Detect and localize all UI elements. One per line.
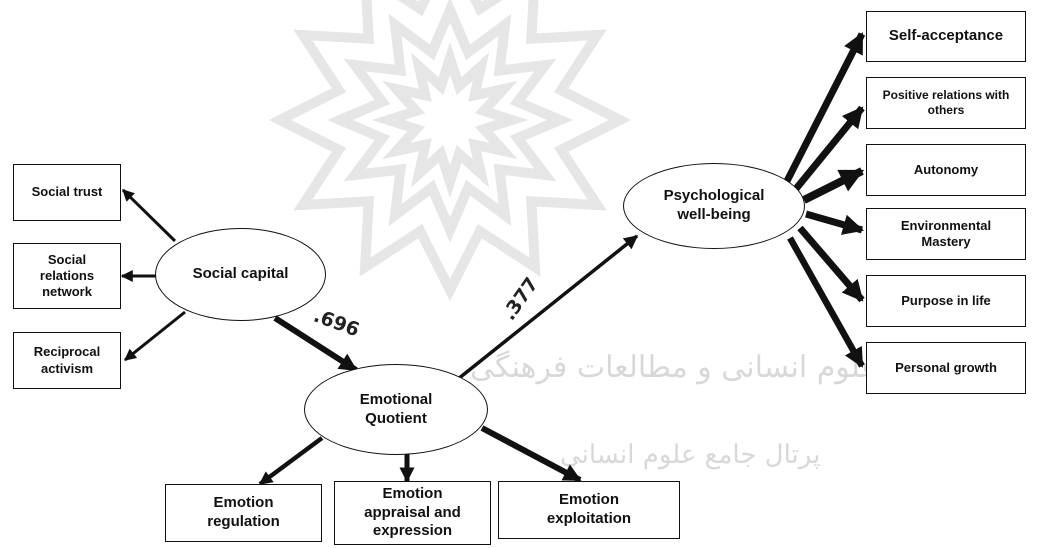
indicator-self-acceptance: Self-acceptance (866, 11, 1026, 62)
arrow-pwb-autonomy (802, 167, 865, 204)
indicator-purpose-in-life: Purpose in life (866, 275, 1026, 327)
construct-psychological-wellbeing: Psychological well-being (623, 163, 805, 249)
watermark-star (268, 0, 632, 302)
arrow-pwb-purpose (797, 225, 865, 303)
indicator-social-trust: Social trust (13, 164, 121, 221)
indicator-environmental-mastery: Environmental Mastery (866, 208, 1026, 260)
watermark-star (327, 0, 573, 243)
arrow-pwb-environmental (805, 210, 865, 235)
arrow-eq-pwb (456, 234, 639, 381)
arrow-sc-eq (273, 315, 358, 373)
indicator-social-relations-network: Social relations network (13, 243, 121, 309)
indicator-personal-growth: Personal growth (866, 342, 1026, 394)
construct-emotional-quotient: Emotional Quotient (304, 364, 488, 455)
indicator-emotion-appraisal-expression: Emotion appraisal and expression (334, 481, 491, 545)
indicator-positive-relations: Positive relations with others (866, 77, 1026, 129)
construct-social-capital: Social capital (155, 228, 326, 321)
arrow-eq-exploitation (480, 425, 582, 483)
arrow-pwb-self-acceptance (782, 32, 866, 185)
indicator-autonomy: Autonomy (866, 144, 1026, 196)
arrow-eq-regulation (258, 436, 324, 486)
watermark-star (371, 41, 529, 199)
watermark-text-line2: پرتال جامع علوم انسانی (560, 440, 821, 470)
arrow-sc-reciprocal (124, 310, 186, 362)
arrow-pwb-positive-relations (792, 105, 865, 193)
indicator-emotion-regulation: Emotion regulation (165, 484, 322, 542)
arrow-sc-social-trust (121, 188, 177, 243)
indicator-reciprocal-activism: Reciprocal activism (13, 332, 121, 389)
arrow-pwb-growth (787, 236, 865, 368)
indicator-emotion-exploitation: Emotion exploitation (498, 481, 680, 539)
